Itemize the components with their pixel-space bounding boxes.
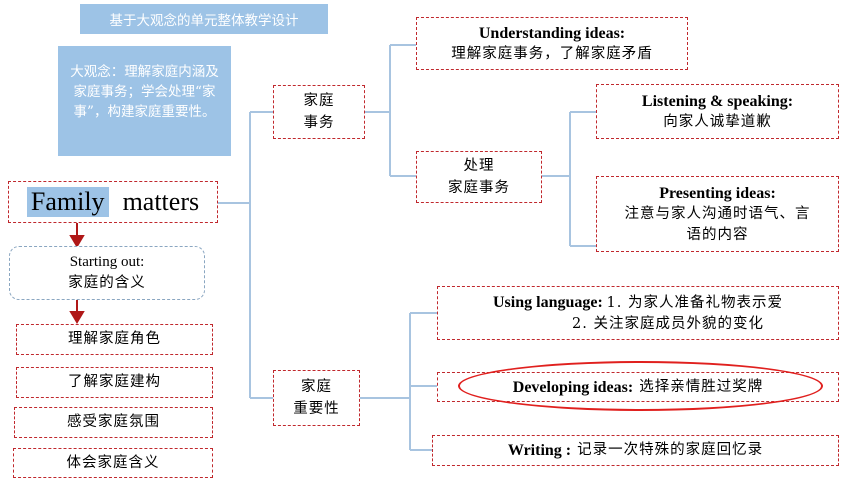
branch-family-importance-line2: 重要性	[293, 401, 340, 417]
starting-out-en: Starting out:	[69, 254, 145, 270]
left-item-roles: 理解家庭角色	[16, 324, 213, 355]
using-language-en: Using language:	[493, 293, 603, 311]
listening-speaking-zh: 向家人诚挚道歉	[663, 113, 772, 130]
branch-family-affairs-line2: 事务	[303, 115, 335, 131]
presenting-ideas-zh1: 注意与家人沟通时语气、言	[624, 205, 811, 222]
presenting-ideas-en: Presenting ideas:	[659, 184, 776, 202]
branch-family-affairs-line1: 家庭	[303, 93, 335, 109]
understanding-ideas-en: Understanding ideas:	[478, 24, 626, 42]
root-family-matters: Family matters	[8, 181, 218, 223]
understanding-ideas-box: Understanding ideas: 理解家庭事务，了解家庭矛盾	[416, 17, 688, 70]
using-language-item1: 1. 为家人准备礼物表示爱	[606, 294, 783, 311]
branch-family-importance-line1: 家庭	[301, 379, 332, 395]
root-word-matters: matters	[122, 187, 200, 216]
big-idea-text: 大观念：理解家庭内涵及家庭事务；学会处理“家事”，构建家庭重要性。	[70, 64, 219, 120]
presenting-ideas-box: Presenting ideas: 注意与家人沟通时语气、言 语的内容	[596, 176, 839, 252]
unit-design-title: 基于大观念的单元整体教学设计	[80, 4, 328, 34]
listening-speaking-en: Listening & speaking:	[641, 92, 794, 110]
branch-family-importance: 家庭 重要性	[273, 370, 360, 426]
using-language-box: Using language: 1. 为家人准备礼物表示爱 2. 关注家庭成员外…	[437, 286, 839, 340]
writing-en: Writing :	[507, 442, 572, 459]
starting-out-zh: 家庭的含义	[68, 275, 146, 291]
unit-design-title-text: 基于大观念的单元整体教学设计	[109, 13, 299, 29]
left-item-atmosphere: 感受家庭氛围	[14, 407, 213, 438]
handle-family-affairs: 处理 家庭事务	[416, 151, 542, 203]
branch-family-affairs: 家庭 事务	[273, 85, 365, 139]
left-item-roles-text: 理解家庭角色	[68, 331, 161, 347]
writing-zh: 记录一次特殊的家庭回忆录	[577, 442, 764, 458]
big-idea-box: 大观念：理解家庭内涵及家庭事务；学会处理“家事”，构建家庭重要性。	[58, 46, 231, 156]
left-item-meaning: 体会家庭含义	[13, 448, 213, 478]
understanding-ideas-zh: 理解家庭事务，了解家庭矛盾	[451, 45, 653, 62]
left-item-structure-text: 了解家庭建构	[68, 374, 161, 390]
left-item-atmosphere-text: 感受家庭氛围	[67, 414, 160, 430]
starting-out-box: Starting out: 家庭的含义	[9, 246, 205, 300]
left-item-structure: 了解家庭建构	[16, 367, 213, 398]
listening-speaking-box: Listening & speaking: 向家人诚挚道歉	[596, 84, 839, 139]
presenting-ideas-zh2: 语的内容	[686, 226, 749, 243]
using-language-item2: 2. 关注家庭成员外貌的变化	[572, 315, 764, 332]
handle-family-affairs-line2: 家庭事务	[448, 180, 510, 196]
left-item-meaning-text: 体会家庭含义	[66, 454, 160, 471]
writing-box: Writing : 记录一次特殊的家庭回忆录	[432, 435, 839, 466]
developing-ideas-highlight-ellipse	[458, 361, 823, 411]
handle-family-affairs-line1: 处理	[463, 158, 495, 174]
root-word-family: Family	[26, 187, 109, 217]
